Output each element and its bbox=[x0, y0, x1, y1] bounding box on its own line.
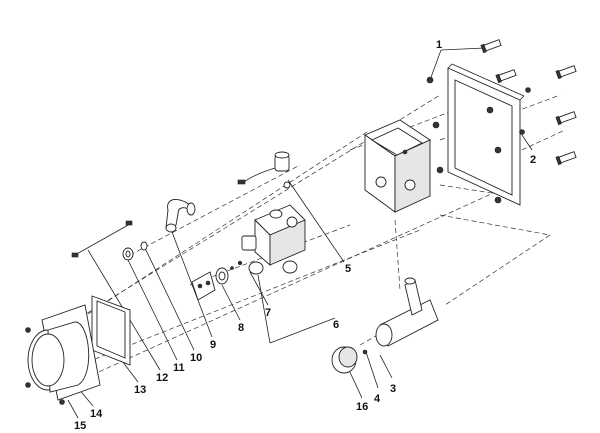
callout-6: 6 bbox=[333, 319, 339, 331]
callout-labels: 1 2 3 4 5 6 7 8 9 10 11 12 13 14 15 16 bbox=[74, 39, 536, 432]
nut-washer bbox=[122, 241, 148, 261]
motor-housing bbox=[25, 304, 101, 405]
elbow-fitting bbox=[165, 199, 196, 233]
callout-5: 5 bbox=[345, 263, 351, 275]
callout-4: 4 bbox=[374, 393, 381, 405]
screw-set-1 bbox=[426, 39, 577, 204]
callout-7: 7 bbox=[265, 307, 271, 319]
mounting-plate bbox=[447, 63, 525, 206]
small-parts bbox=[191, 260, 243, 301]
callout-14: 14 bbox=[90, 408, 103, 420]
callout-3: 3 bbox=[390, 383, 396, 395]
callout-9: 9 bbox=[210, 339, 216, 351]
callout-15: 15 bbox=[74, 420, 86, 432]
sleeve-handle bbox=[331, 277, 439, 374]
callout-11: 11 bbox=[173, 362, 185, 374]
callout-2: 2 bbox=[530, 154, 536, 166]
callout-10: 10 bbox=[190, 352, 202, 364]
electrical-box bbox=[364, 119, 431, 213]
callout-12: 12 bbox=[156, 372, 168, 384]
callout-8: 8 bbox=[238, 322, 244, 334]
callout-13: 13 bbox=[134, 384, 146, 396]
threaded-rod bbox=[71, 220, 133, 258]
solenoid-valve bbox=[237, 151, 291, 189]
valve-body bbox=[241, 204, 306, 275]
callout-16: 16 bbox=[356, 401, 368, 413]
callout-1: 1 bbox=[436, 39, 442, 51]
gasket-frame bbox=[91, 295, 131, 366]
